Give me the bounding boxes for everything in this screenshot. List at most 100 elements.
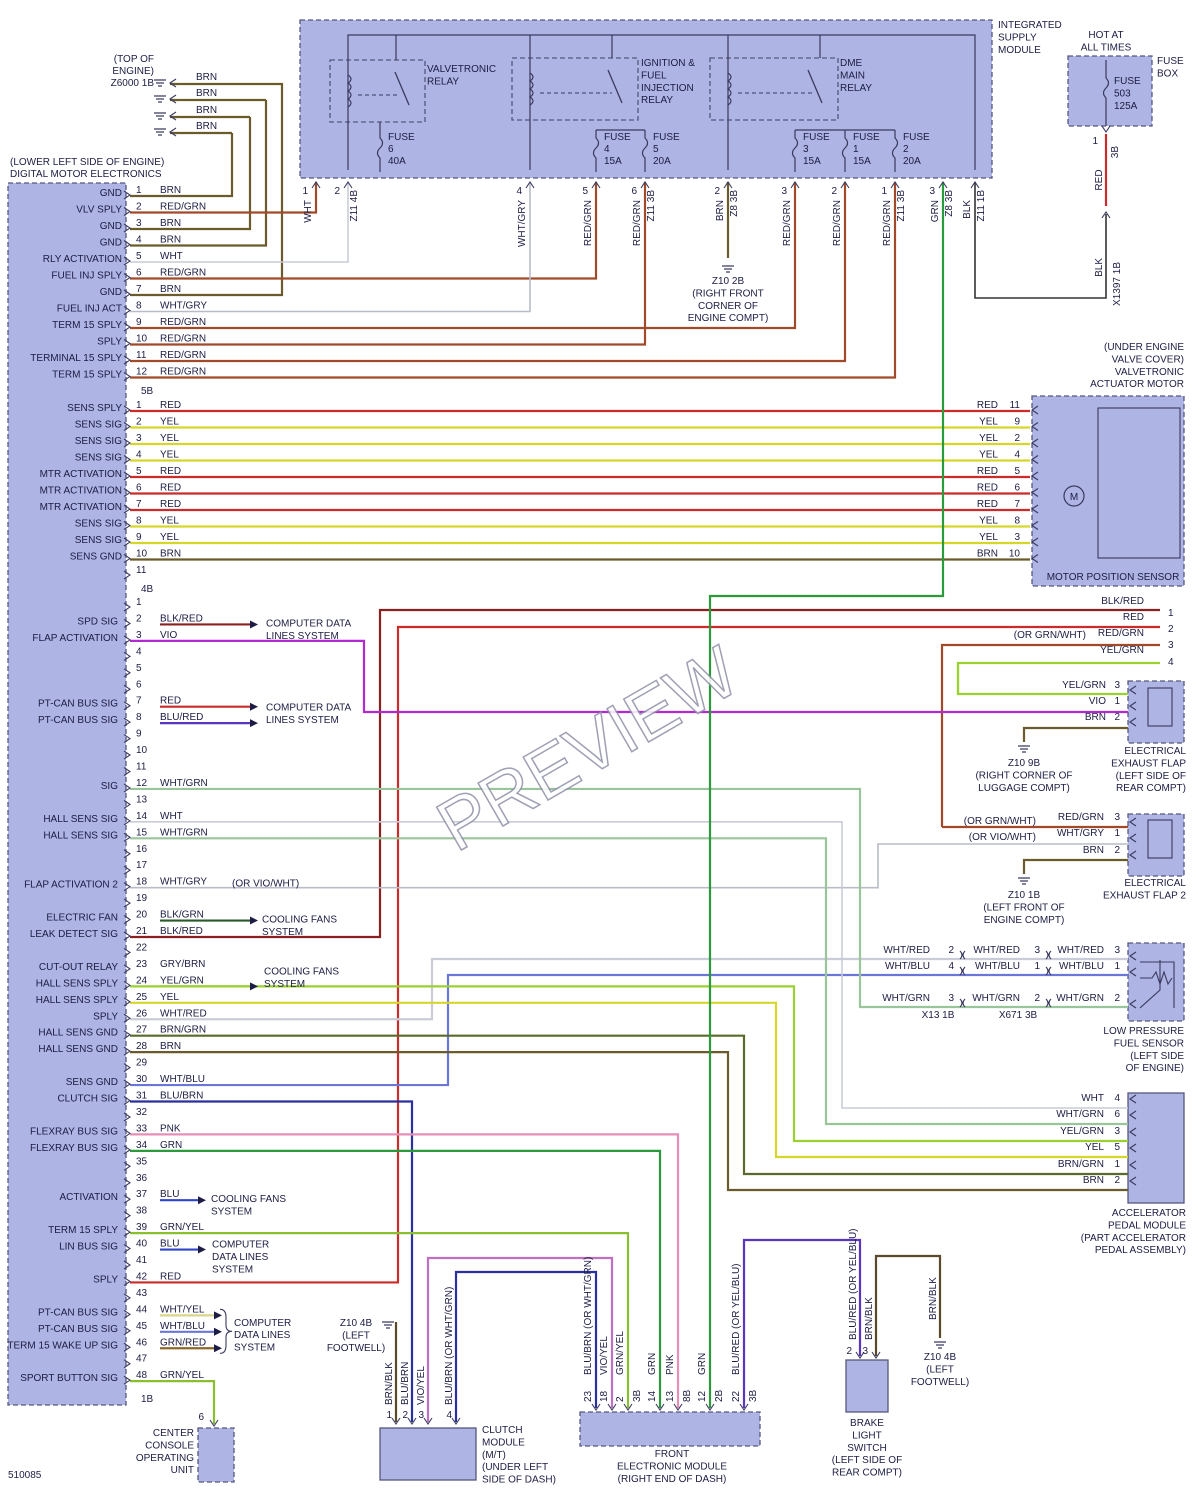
motor-position-sensor-label: MOTOR POSITION SENSOR bbox=[1047, 572, 1180, 583]
pin-number: 7 bbox=[136, 499, 142, 510]
wire-term15-12 bbox=[130, 182, 897, 379]
dme-pin bbox=[123, 223, 131, 233]
console-pin bbox=[209, 1419, 219, 1427]
pin-number: 35 bbox=[136, 1156, 148, 1167]
wire-color: BRN/BLK bbox=[864, 1297, 875, 1340]
pin-number: 9 bbox=[136, 317, 142, 328]
pin-number: 2 bbox=[1034, 993, 1040, 1004]
wire-color: YEL bbox=[1085, 1142, 1104, 1153]
front-electronic-module bbox=[579, 1411, 761, 1447]
ground-icon bbox=[1018, 745, 1030, 753]
arrow-icon bbox=[250, 916, 258, 925]
wire-hall-28 bbox=[130, 1051, 1128, 1192]
flap-pin bbox=[1129, 701, 1137, 711]
pin-function: PT-CAN BUS SIG bbox=[38, 1324, 118, 1335]
pin-function: PT-CAN BUS SIG bbox=[38, 1307, 118, 1318]
pin-number: 1 bbox=[136, 597, 142, 608]
pin-number: 3 bbox=[136, 433, 142, 444]
pin-number: 6 bbox=[136, 268, 142, 279]
fuse-number: 6 bbox=[388, 144, 394, 155]
dme-pin bbox=[123, 256, 131, 266]
pin-function: SENS SIG bbox=[75, 519, 122, 530]
wire-color: WHT/GRY bbox=[160, 301, 207, 312]
label: ALL TIMES bbox=[1081, 42, 1132, 53]
wire-color: VIO/YEL bbox=[599, 1336, 610, 1375]
wire-color: GRN/RED bbox=[160, 1337, 206, 1348]
label: 3 bbox=[862, 1346, 868, 1357]
pin-number: 4 bbox=[948, 961, 954, 972]
flap2-pin bbox=[1129, 850, 1137, 860]
pin-number: 7 bbox=[136, 696, 142, 707]
pin-number: 10 bbox=[136, 745, 148, 756]
flap-motor bbox=[1147, 687, 1173, 727]
pin-number: 1 bbox=[136, 400, 142, 411]
wire-color: RED/GRN bbox=[1098, 628, 1144, 639]
wire-hall-24 bbox=[130, 985, 1128, 1143]
pin-function: LIN BUS SIG bbox=[59, 1242, 118, 1253]
pin-number: 3 bbox=[948, 993, 954, 1004]
motor-position-sensor bbox=[1097, 407, 1181, 559]
ism-pin-number: 3 bbox=[781, 186, 787, 197]
wire-color: WHT/GRN bbox=[1056, 1109, 1104, 1120]
pin-function: FUEL INJ SPLY bbox=[51, 271, 122, 282]
dme-pin bbox=[123, 1260, 131, 1270]
wire-color: WHT/BLU bbox=[1059, 961, 1104, 972]
wire-gnd-1 bbox=[130, 133, 234, 198]
ism-wire-color: RED/GRN bbox=[832, 200, 843, 246]
dme-pin bbox=[123, 964, 131, 974]
pedal-pin bbox=[1129, 1110, 1137, 1120]
wire-fuel-inj-act bbox=[130, 182, 531, 313]
connector-pin bbox=[169, 111, 177, 121]
label: 125A bbox=[1114, 101, 1138, 112]
wire-color: WHT/GRN bbox=[1056, 993, 1104, 1004]
wire-rly-activation bbox=[130, 182, 349, 263]
dme-pin bbox=[123, 668, 131, 678]
pin-number: 3 bbox=[1114, 1126, 1120, 1137]
clutch-pin bbox=[451, 1417, 461, 1425]
ism-connector: Z11 1B bbox=[976, 190, 987, 222]
ism-pin-number: 3 bbox=[929, 186, 935, 197]
pin-number: 2 bbox=[136, 202, 142, 213]
wire-color: GRN/YEL bbox=[615, 1331, 626, 1375]
dme-pin bbox=[123, 207, 131, 216]
motor-pin bbox=[1031, 488, 1039, 497]
ism-pin-number: 1 bbox=[881, 186, 887, 197]
fuse-icon bbox=[1102, 60, 1110, 126]
pin-number: 2 bbox=[1168, 624, 1174, 635]
inline-connector bbox=[1045, 950, 1052, 960]
pin-number: 18 bbox=[136, 877, 148, 888]
pin-number: 2 bbox=[1114, 845, 1120, 856]
label: COMPUTER bbox=[234, 1318, 291, 1329]
pin-number: 5 bbox=[1114, 1142, 1120, 1153]
pin-number: 33 bbox=[136, 1123, 148, 1134]
wire-flap-ground bbox=[1022, 726, 1128, 742]
label: CONSOLE bbox=[145, 1440, 194, 1451]
ism-pin bbox=[591, 181, 601, 189]
pin-number: 16 bbox=[136, 844, 148, 855]
inline-connector bbox=[1045, 998, 1052, 1008]
label: 2B bbox=[714, 1389, 725, 1402]
fuse-icon bbox=[841, 130, 849, 172]
label: Z10 2B bbox=[712, 276, 745, 287]
fuse-number: 2 bbox=[903, 144, 909, 155]
pin-number: 37 bbox=[136, 1189, 148, 1200]
label: ENGINE COMPT) bbox=[688, 313, 769, 324]
pin-number: 3 bbox=[136, 218, 142, 229]
pin-number: 8 bbox=[136, 301, 142, 312]
label: 12 bbox=[697, 1390, 708, 1402]
pin-function: GND bbox=[100, 238, 122, 249]
dme-pin bbox=[123, 422, 131, 431]
wire-color: BLU bbox=[160, 1239, 179, 1250]
pin-number: 1 bbox=[1114, 1159, 1120, 1170]
dme-pin bbox=[123, 554, 131, 563]
fuse-label: FUSE bbox=[604, 132, 631, 143]
fuse-number: 3 bbox=[803, 144, 809, 155]
fem-pin bbox=[705, 1403, 715, 1411]
wire-brake-sig bbox=[742, 1238, 862, 1408]
dme-pin bbox=[123, 1244, 131, 1254]
label: LINES SYSTEM bbox=[266, 631, 339, 642]
pin-number: 2 bbox=[1014, 433, 1020, 444]
arrow-icon bbox=[214, 1311, 222, 1320]
pin-number: 4 bbox=[1168, 657, 1174, 668]
wire-color: VIO/YEL bbox=[416, 1366, 427, 1405]
